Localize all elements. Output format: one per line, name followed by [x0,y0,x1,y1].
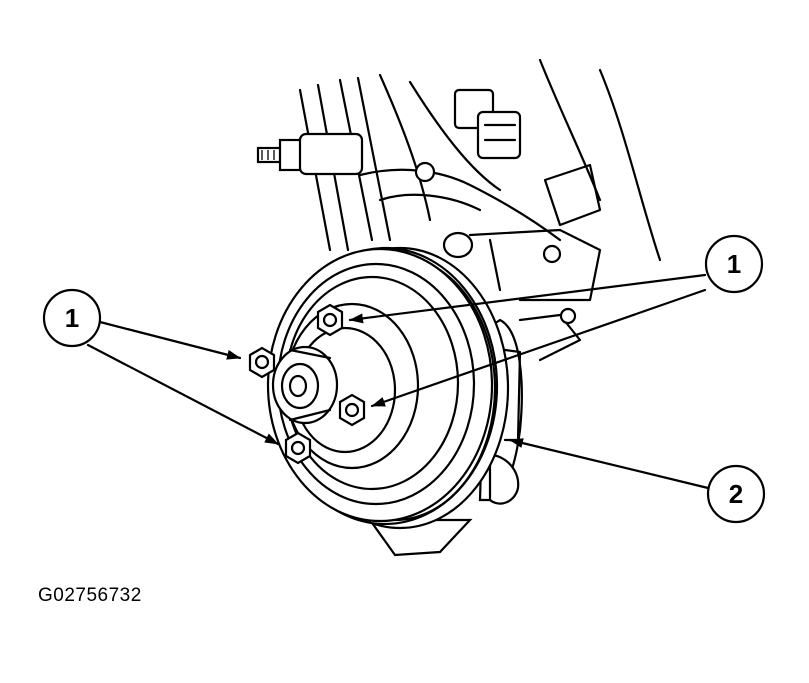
callout-1-right: 1 [704,234,764,294]
pulley-bolt [248,346,276,379]
leader-line-2 [508,438,710,490]
leader-line-1-right-a [348,273,707,324]
callout-label: 2 [729,479,743,509]
callout-2: 2 [706,464,766,524]
housing-bolts [414,161,577,325]
callout-label: 1 [727,249,741,279]
pulley-hub [271,345,339,425]
water-pump-pulley [248,246,510,530]
pulley-bolt [284,431,312,465]
leader-lines [86,273,710,490]
mounting-stud [256,132,364,176]
callout-1-left: 1 [42,288,102,348]
sensor-connector [453,88,522,160]
callout-label: 1 [65,303,79,333]
figure-id: G02756732 [38,585,142,606]
leader-line-1-left-b [86,343,280,446]
leader-line-1-left-a [98,320,242,360]
leader-line-1-right-b [370,288,707,408]
engine-housing [298,58,662,362]
pulley-bolt [316,303,344,337]
pulley-bolts [248,303,366,465]
pulley-bolt [338,393,366,427]
